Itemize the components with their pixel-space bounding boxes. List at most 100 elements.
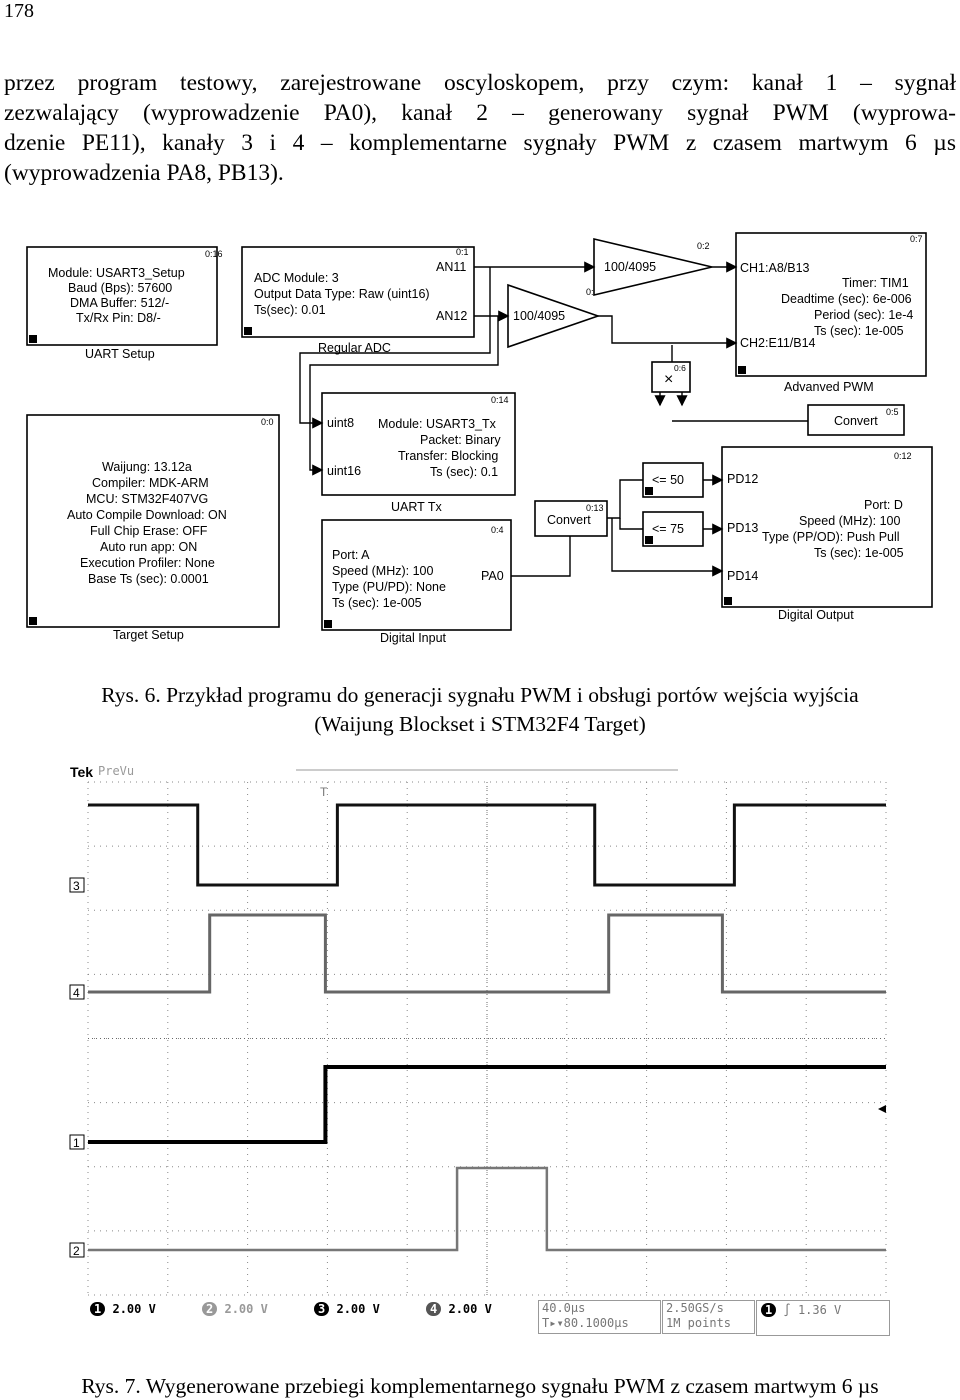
- block-label: Target Setup: [113, 628, 184, 642]
- convert-block-1[interactable]: [807, 404, 905, 436]
- figure-6-caption-line2: (Waijung Blockset i STM32F4 Target): [314, 712, 646, 736]
- timebase-box: 40.0µs T▸▾80.1000µs: [538, 1300, 661, 1334]
- block-text: Output Data Type: Raw (uint16): [254, 287, 430, 301]
- body-paragraph: przez program testowy, zarejestrowane os…: [4, 68, 956, 188]
- block-text: Module: USART3_Setup: [48, 266, 185, 280]
- block-text: Packet: Binary: [420, 433, 501, 447]
- paragraph-line: przez program testowy, zarejestrowane os…: [4, 70, 956, 96]
- block-text: Type (PU/PD): None: [332, 580, 446, 594]
- block-text: Execution Profiler: None: [80, 556, 215, 570]
- port-label: PA0: [481, 569, 504, 583]
- block-text: Ts(sec): 0.01: [254, 303, 326, 317]
- link-icon: [29, 335, 37, 343]
- block-text: Speed (MHz): 100: [799, 514, 900, 528]
- block-text: Port: D: [864, 498, 903, 512]
- regular-adc-block[interactable]: [241, 246, 475, 338]
- scope-mode: PreVu: [98, 764, 135, 778]
- block-text: Transfer: Blocking: [398, 449, 498, 463]
- record-length: 1M points: [666, 1316, 732, 1330]
- block-text: Port: A: [332, 548, 370, 562]
- scope-status-bar: 1 2.00 V 2 2.00 V 3 2.00 V 4 2.00 V 40.0…: [88, 1300, 890, 1336]
- port-label: PD13: [727, 521, 758, 535]
- sample-rate: 2.50GS/s: [666, 1301, 724, 1315]
- block-text: Ts (sec): 1e-005: [814, 546, 904, 560]
- ch2-status: 2 2.00 V: [202, 1302, 268, 1316]
- block-text: Auto Compile Download: ON: [67, 508, 227, 522]
- block-id: 0:12: [894, 451, 912, 461]
- block-text: Deadtime (sec): 6e-006: [781, 292, 912, 306]
- block-label: Advanved PWM: [784, 380, 874, 394]
- port-label: AN11: [436, 260, 466, 274]
- channel-marker-label: 4: [73, 986, 80, 1000]
- block-label: Digital Output: [778, 608, 854, 622]
- wire-convert2-b: [619, 518, 643, 530]
- uart-tx-block[interactable]: [321, 392, 516, 496]
- block-id: 0:4: [491, 525, 504, 535]
- block-text: Auto run app: ON: [100, 540, 197, 554]
- block-label: UART Setup: [85, 347, 155, 361]
- waveform-ch3: [88, 803, 886, 887]
- gain-text: 100/4095: [604, 260, 656, 274]
- block-id: 0:7: [910, 234, 923, 244]
- block-text: Ts (sec): 1e-005: [814, 324, 904, 338]
- block-text: Ts (sec): 1e-005: [332, 596, 422, 610]
- uart-setup-block[interactable]: [26, 246, 218, 346]
- ch3-badge: 3: [314, 1302, 330, 1316]
- channel-marker-ch1: [69, 1134, 85, 1150]
- port-label: uint8: [327, 416, 354, 430]
- waveform-ch4: [88, 913, 886, 994]
- ch1-status: 1 2.00 V: [90, 1302, 156, 1316]
- wire-an12-branch: [309, 316, 499, 476]
- ch1-volts: 2.00 V: [112, 1302, 156, 1316]
- channel-marker-label: 2: [73, 1244, 80, 1258]
- link-icon: [724, 597, 732, 605]
- port-label: AN12: [436, 309, 467, 323]
- block-id: 0:0: [261, 417, 274, 427]
- advanced-pwm-block[interactable]: [735, 232, 927, 377]
- ch2-volts: 2.00 V: [224, 1302, 268, 1316]
- link-icon: [738, 366, 746, 374]
- trigger-level: 1.36 V: [797, 1303, 842, 1317]
- link-icon: [324, 620, 332, 628]
- figure-6-diagram: 0:16 Module: USART3_Setup Baud (Bps): 57…: [26, 232, 933, 645]
- block-text: DMA Buffer: 512/-: [70, 296, 169, 310]
- wire-convert2: [607, 479, 643, 519]
- page-number: 178: [4, 0, 34, 22]
- ch1-badge: 1: [90, 1302, 106, 1316]
- product-block[interactable]: [651, 361, 691, 393]
- block-text: Type (PP/OD): Push Pull: [762, 530, 900, 544]
- block-id: 0:14: [491, 395, 509, 405]
- channel-marker-ch2: [69, 1242, 85, 1258]
- block-text: Convert: [547, 513, 591, 527]
- channel-marker-label: 1: [73, 1136, 80, 1150]
- block-id: 0:13: [586, 503, 604, 513]
- port-label: CH2:E11/B14: [740, 336, 816, 350]
- trigger-level-arrow: [878, 1105, 886, 1113]
- wire-pd14: [611, 518, 724, 577]
- ch4-volts: 2.00 V: [448, 1302, 492, 1316]
- block-text: Full Chip Erase: OFF: [90, 524, 208, 538]
- digital-input-block[interactable]: [321, 519, 512, 631]
- block-label: Regular ADC: [318, 341, 391, 355]
- target-setup-block[interactable]: [26, 414, 280, 628]
- ch4-badge: 4: [426, 1302, 442, 1316]
- block-text: Baud (Bps): 57600: [68, 281, 172, 295]
- port-label: uint16: [327, 464, 361, 478]
- port-label: CH1:A8/B13: [740, 261, 810, 275]
- block-id: 0:: [586, 287, 594, 297]
- block-id: 0:6: [674, 363, 686, 373]
- channel-marker-label: 3: [73, 879, 80, 893]
- block-text: Ts (sec): 0.1: [430, 465, 498, 479]
- block-text: Convert: [834, 414, 878, 428]
- trigger-slope-icon: ∫: [783, 1303, 791, 1317]
- paragraph-line: dzenie PE11), kanały 3 i 4 – komplementa…: [4, 130, 956, 156]
- scope-brand: Tek: [70, 764, 94, 780]
- link-icon: [645, 536, 653, 544]
- wire-gain2-ch2: [598, 315, 738, 349]
- port-label: PD12: [727, 472, 758, 486]
- block-text: Module: USART3_Tx: [378, 417, 497, 431]
- block-label: Digital Input: [380, 631, 447, 645]
- link-icon: [29, 617, 37, 625]
